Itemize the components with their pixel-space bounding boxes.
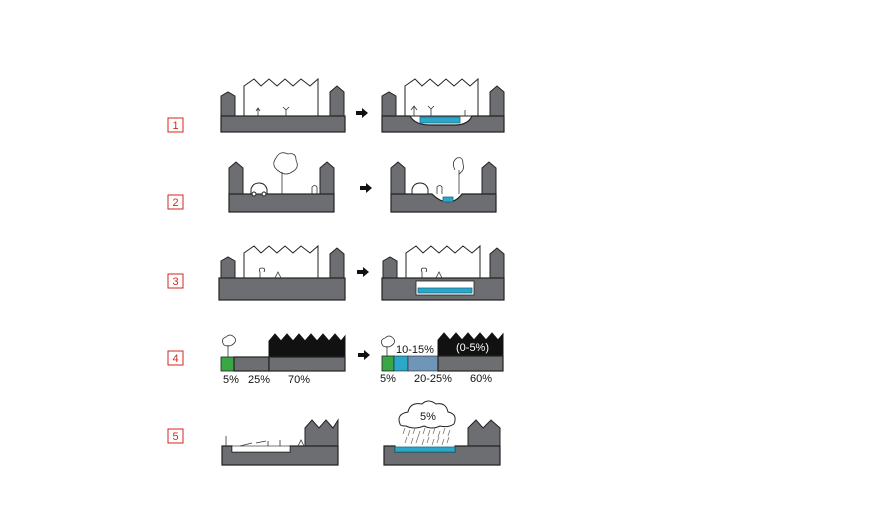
row-4-right-label-blue: 20-25%	[414, 373, 452, 385]
row-1-before-sketch	[220, 77, 346, 133]
row-5-number: 5	[167, 428, 184, 444]
row-4-left-label-black: 70%	[288, 374, 310, 386]
row-4-right-label-black: 60%	[470, 373, 492, 385]
row-5-cloud-label: 5%	[420, 411, 436, 423]
row-4-after-sketch: 10-15% (0-5%) 5% 20-25% 60%	[380, 332, 504, 385]
svg-text:3: 3	[172, 276, 178, 288]
row-4-right-inner-label-blue: 10-15%	[396, 344, 434, 356]
row-1-number: 1	[167, 117, 184, 133]
row-2-number: 2	[167, 194, 184, 210]
row-4-left-label-gray: 25%	[248, 374, 270, 386]
row-4-left-label-green: 5%	[223, 374, 239, 386]
svg-text:2: 2	[172, 197, 178, 209]
row-1-after-sketch	[381, 77, 505, 133]
cloud-icon	[398, 400, 456, 429]
row-5-after-sketch: 5%	[383, 400, 501, 466]
row-2-before-sketch	[228, 152, 335, 213]
svg-text:5: 5	[172, 431, 178, 443]
svg-text:4: 4	[172, 353, 178, 365]
row-4-number: 4	[167, 350, 184, 366]
arrow-icon	[360, 183, 372, 193]
arrow-icon	[358, 350, 370, 360]
row-3-after-sketch	[381, 244, 505, 301]
row-3-before-sketch	[218, 244, 346, 301]
arrow-icon	[356, 108, 368, 118]
row-2-after-sketch	[390, 157, 497, 213]
row-5-before-sketch	[221, 418, 339, 466]
row-4-right-label-green: 5%	[380, 373, 396, 385]
row-4-right-inner-label-black: (0-5%)	[456, 342, 489, 354]
arrow-icon	[357, 267, 369, 277]
row-3-number: 3	[167, 273, 184, 289]
svg-text:1: 1	[172, 120, 178, 132]
rain-icon	[402, 427, 451, 446]
row-4-before-sketch: 5% 25% 70%	[220, 333, 346, 386]
